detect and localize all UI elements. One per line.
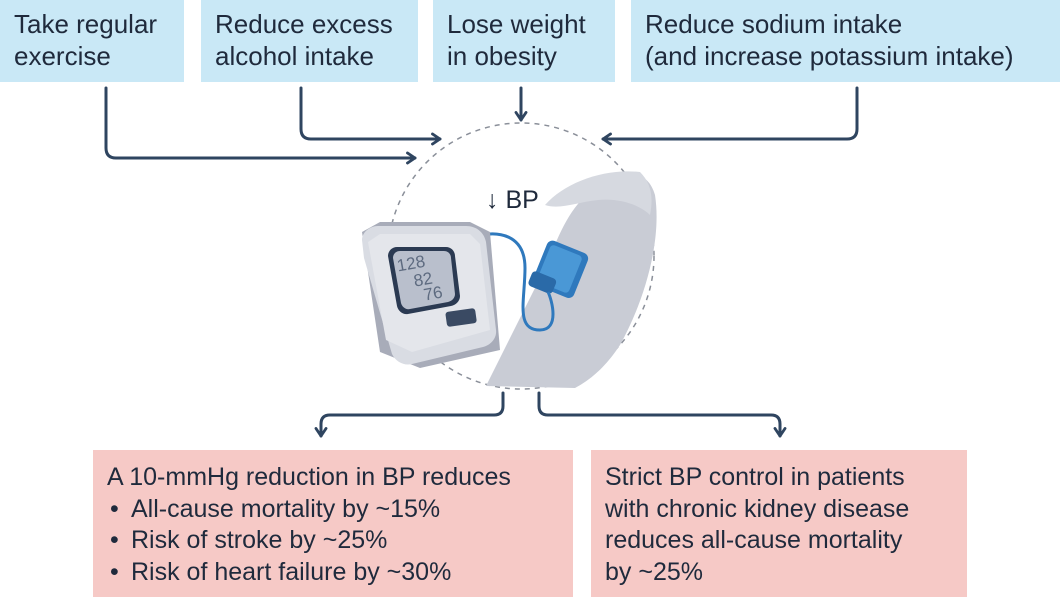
outcome-right-line-4: by ~25% [605, 557, 703, 586]
box-sodium: Reduce sodium intake (and increase potas… [631, 0, 1060, 82]
list-item: • All-cause mortality by ~15% [107, 494, 559, 526]
box-weight-line-1: Lose weight [447, 9, 586, 39]
monitor-reading-diastolic: 82 [412, 269, 434, 291]
box-alcohol: Reduce excess alcohol intake [201, 0, 418, 82]
outcome-right-line-3: reduces all-cause mortality [605, 526, 903, 554]
box-weight: Lose weight in obesity [433, 0, 615, 82]
bp-reduction-label: ↓ BP [486, 186, 539, 214]
outcome-left-heading: A 10-mmHg reduction in BP reduces [107, 463, 511, 491]
arrow-sodium [601, 86, 859, 139]
list-item: • Risk of heart failure by ~30% [107, 557, 559, 589]
arrow-to-left-outcome [321, 391, 505, 438]
box-sodium-line-1: Reduce sodium intake [645, 9, 903, 39]
monitor-reading-pulse: 76 [422, 283, 444, 305]
monitor-reading-systolic: 128 [395, 252, 426, 276]
list-item-text: Risk of heart failure by ~30% [131, 557, 452, 586]
outcome-left-list: • All-cause mortality by ~15% • Risk of st… [107, 494, 559, 589]
box-exercise-line-2: exercise [14, 41, 111, 71]
box-sodium-line-2: (and increase potassium intake) [645, 41, 1014, 71]
bullet-dot: • [110, 526, 119, 554]
list-item-text: All-cause mortality by ~15% [131, 494, 441, 523]
box-exercise-line-1: Take regular [14, 9, 158, 39]
arrow-exercise [104, 86, 417, 158]
arm-shoulder [545, 171, 652, 215]
box-alcohol-line-1: Reduce excess [215, 9, 393, 39]
focus-circle [387, 122, 655, 390]
list-item: • Risk of stroke by ~25% [107, 525, 559, 557]
box-weight-line-2: in obesity [447, 41, 557, 71]
outcome-right-box: Strict BP control in patients with chron… [591, 450, 967, 597]
box-alcohol-line-2: alcohol intake [215, 41, 374, 71]
outcome-left-box: A 10-mmHg reduction in BP reduces • All-c… [93, 450, 573, 597]
box-exercise: Take regular exercise [0, 0, 184, 82]
list-item-text: Risk of stroke by ~25% [131, 526, 388, 554]
cuff-tube [469, 232, 555, 332]
bullet-dot: • [110, 494, 119, 523]
outcome-right-line-1: Strict BP control in patients [605, 463, 905, 491]
arrow-to-right-outcome [537, 391, 780, 438]
bp-cuff [528, 240, 589, 298]
outcome-right-line-2: with chronic kidney disease [605, 494, 910, 523]
bp-monitor [362, 222, 500, 368]
arrow-alcohol [299, 86, 442, 139]
bullet-dot: • [110, 557, 119, 586]
